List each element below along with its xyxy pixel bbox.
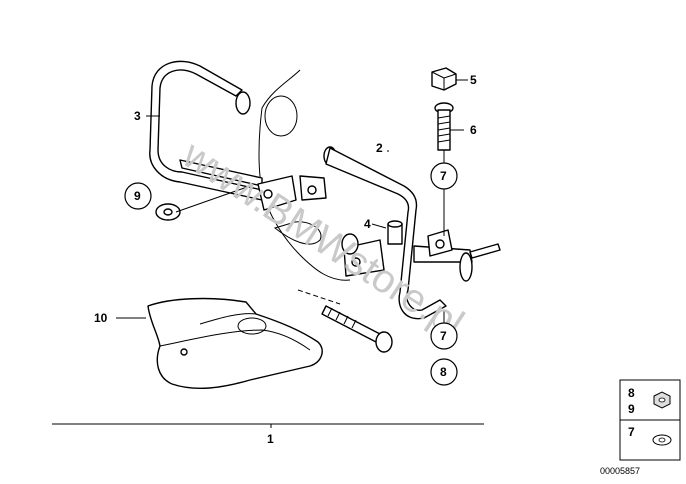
washer bbox=[155, 203, 181, 221]
long-bolt bbox=[321, 305, 393, 353]
callout-2: 2 bbox=[376, 141, 383, 155]
callout-5: 5 bbox=[470, 73, 477, 87]
circled-callout-7-top: 7 bbox=[430, 162, 458, 190]
legend-label-7: 7 bbox=[628, 425, 635, 439]
engine-guard bbox=[147, 297, 323, 389]
svg-text:9: 9 bbox=[134, 189, 141, 203]
legend-box: 8 9 7 bbox=[619, 379, 681, 461]
circled-callout-7-bottom: 7 bbox=[430, 322, 458, 350]
circled-callout-9: 9 bbox=[124, 182, 152, 210]
frame-outline bbox=[258, 69, 351, 281]
crash-bar-rear bbox=[323, 146, 501, 320]
circled-callout-8: 8 bbox=[430, 358, 458, 386]
leader-lines bbox=[52, 79, 484, 428]
bolt bbox=[434, 102, 454, 151]
callout-4: 4 bbox=[364, 217, 371, 231]
callout-6: 6 bbox=[470, 123, 477, 137]
svg-text:7: 7 bbox=[440, 169, 447, 183]
hex-bolt-head bbox=[431, 67, 457, 91]
callout-3: 3 bbox=[134, 109, 141, 123]
callout-1: 1 bbox=[267, 432, 274, 446]
nut-icon bbox=[653, 391, 671, 409]
diagram-code: 00005857 bbox=[600, 466, 640, 476]
legend-label-9: 9 bbox=[628, 402, 635, 416]
washer-icon bbox=[652, 434, 672, 446]
crash-bar-front bbox=[149, 60, 327, 211]
spacer-sleeve bbox=[387, 220, 403, 245]
svg-text:8: 8 bbox=[440, 365, 447, 379]
callout-10: 10 bbox=[94, 311, 108, 325]
legend-label-8: 8 bbox=[628, 386, 635, 400]
svg-text:7: 7 bbox=[440, 329, 447, 343]
